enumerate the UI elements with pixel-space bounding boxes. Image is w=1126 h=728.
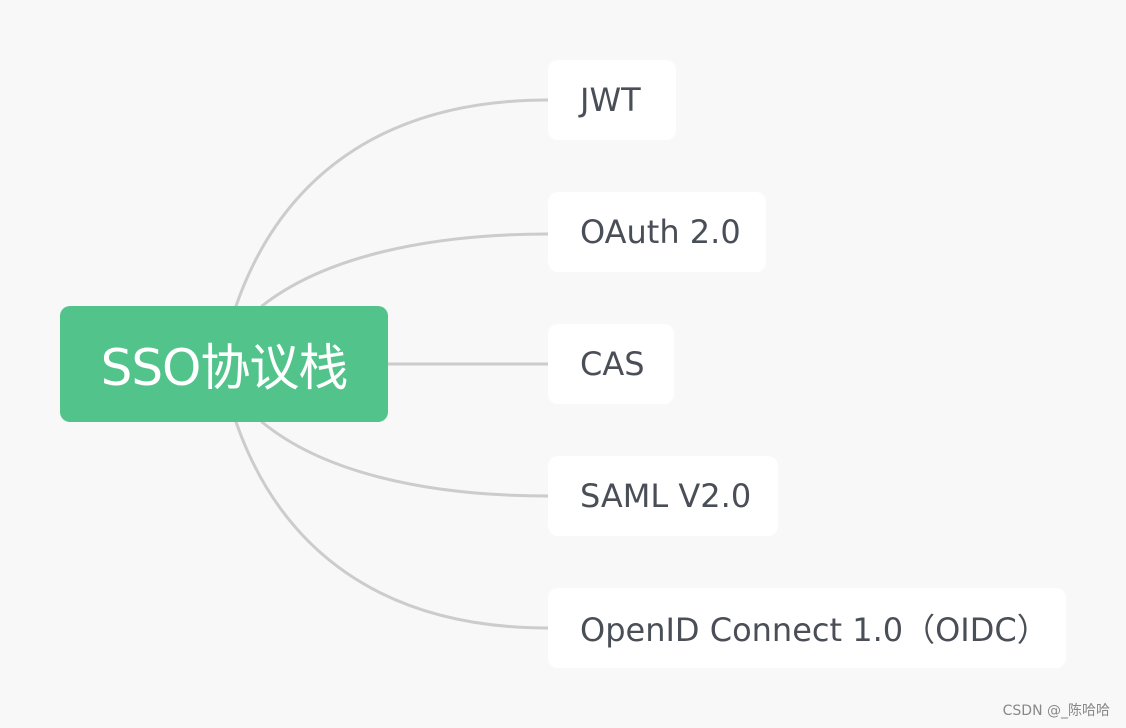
child-node-oauth[interactable]: OAuth 2.0 [548,192,766,272]
connector-saml [260,420,550,498]
child-node-label: OAuth 2.0 [580,213,741,251]
child-node-cas[interactable]: CAS [548,324,674,404]
child-node-label: CAS [580,345,645,383]
child-node-label: SAML V2.0 [580,477,752,515]
child-node-label: OpenID Connect 1.0（OIDC） [580,611,1049,649]
connector-oidc [234,420,550,630]
connector-jwt [234,98,550,308]
connector-oauth [260,232,550,308]
child-node-label: JWT [580,81,641,119]
root-node-sso-protocol-stack[interactable]: SSO协议栈 [60,306,388,422]
child-node-jwt[interactable]: JWT [548,60,676,140]
child-node-oidc[interactable]: OpenID Connect 1.0（OIDC） [548,588,1066,668]
child-node-saml[interactable]: SAML V2.0 [548,456,778,536]
root-node-label: SSO协议栈 [100,339,349,397]
watermark: CSDN @_陈哈哈 [1002,703,1110,719]
